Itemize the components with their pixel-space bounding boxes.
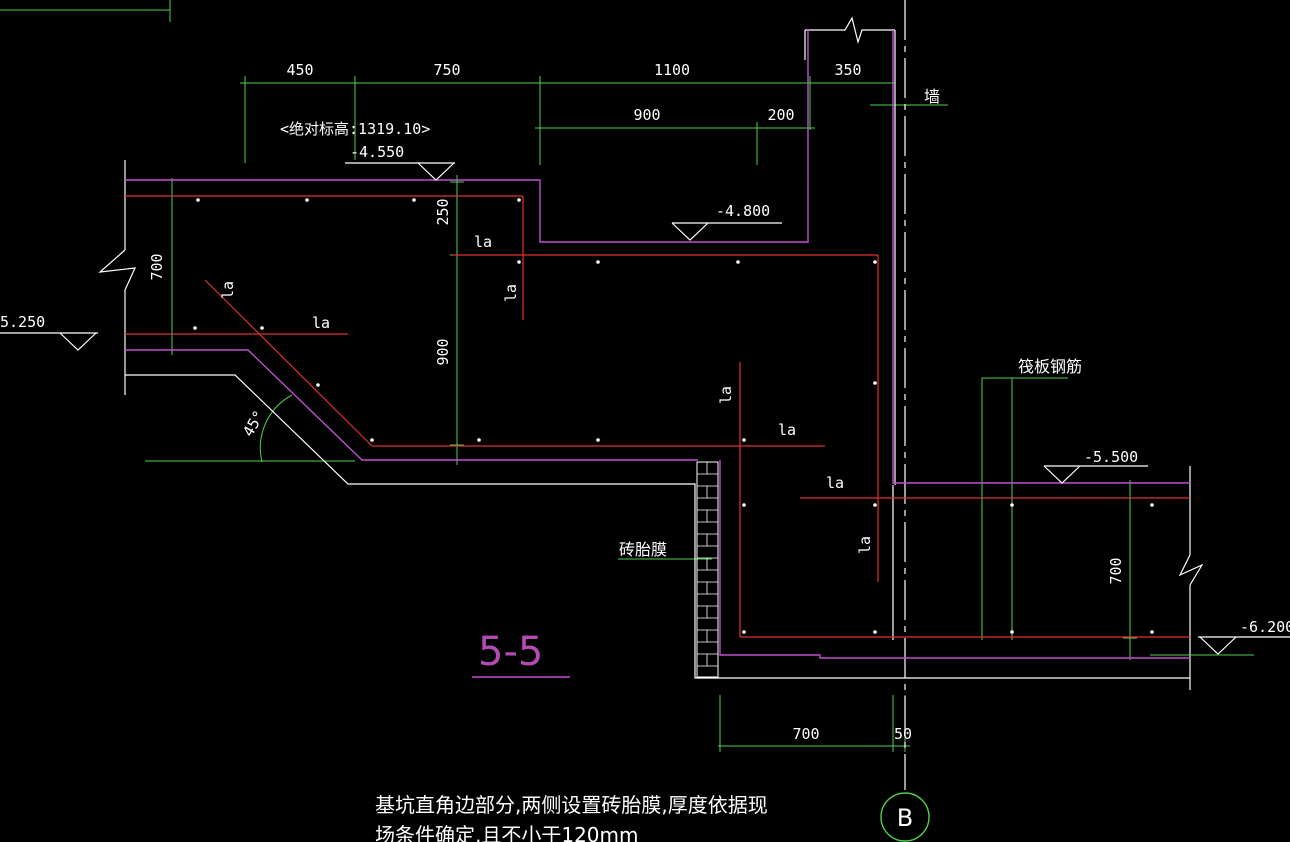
section-title: 5-5	[478, 629, 543, 675]
top-left-fragment	[0, 0, 171, 22]
wall-label: 墙	[924, 87, 940, 106]
note-line-2: 场条件确定,且不小于120mm	[375, 823, 639, 842]
la-label-7: la	[826, 474, 844, 492]
dimension-lines	[145, 76, 1137, 752]
rebar-lines	[125, 195, 1190, 638]
raft-rebar-label: 筏板钢筋	[1018, 357, 1082, 376]
la-label-4: la	[312, 314, 330, 332]
axis-label: B	[897, 804, 913, 832]
note-line-1: 基坑直角边部分,两侧设置砖胎膜,厚度依据现	[375, 793, 768, 817]
la-label-1: la	[474, 233, 492, 251]
la-label-3: la	[219, 281, 237, 299]
axis-bubble	[880, 792, 930, 842]
elevation-marker-5500	[1043, 465, 1148, 484]
dim-700-right: 700	[1107, 557, 1125, 584]
dimension-texts: 450 750 1100 350 900 200 250 700 900 700…	[148, 61, 1125, 743]
dim-350: 350	[834, 61, 861, 79]
angle-label: 45°	[239, 407, 268, 439]
dim-900-top: 900	[633, 106, 660, 124]
elevation-6200: -6.200	[1240, 618, 1290, 636]
elevation-4800: -4.800	[716, 202, 770, 220]
la-label-6: la	[778, 421, 796, 439]
dim-50: 50	[894, 725, 912, 743]
la-label-8: la	[856, 536, 874, 554]
dim-750: 750	[433, 61, 460, 79]
rebar-dots	[193, 198, 1154, 634]
dim-250: 250	[434, 198, 452, 225]
elevation-marker-6200	[1150, 636, 1290, 656]
waterproof-membrane	[125, 30, 1190, 659]
anchorage-labels: la la la la la la la la	[219, 233, 874, 554]
absolute-elevation-label: <绝对标高:1319.10>	[280, 120, 430, 138]
dim-200: 200	[767, 106, 794, 124]
elevation-5250: 5.250	[0, 313, 45, 331]
brick-membrane-wall	[696, 461, 719, 678]
dim-900-mid: 900	[434, 338, 452, 365]
elevation-4550: -4.550	[350, 143, 404, 161]
dim-450: 450	[286, 61, 313, 79]
la-label-5: la	[717, 386, 735, 404]
dim-700-bottom: 700	[792, 725, 819, 743]
la-label-2: la	[502, 284, 520, 302]
dim-700-left: 700	[148, 253, 166, 280]
brick-membrane-label: 砖胎膜	[619, 540, 667, 559]
elevation-marker-4550	[345, 162, 455, 181]
dim-1100: 1100	[654, 61, 690, 79]
elevation-marker-4800	[671, 222, 782, 241]
elevation-texts: <绝对标高:1319.10> -4.550 -4.800 5.250 -5.50…	[0, 120, 1290, 636]
elevation-marker-5250	[0, 332, 98, 351]
elevation-5500: -5.500	[1084, 448, 1138, 466]
